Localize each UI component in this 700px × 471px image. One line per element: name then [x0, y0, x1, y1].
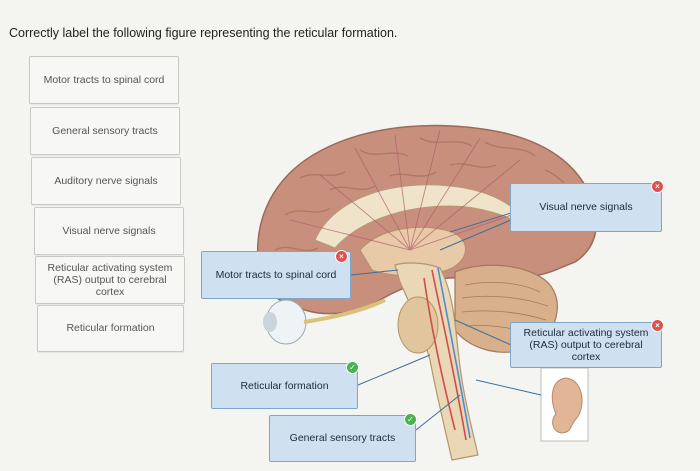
placed-label-text: General sensory tracts	[289, 432, 396, 445]
placed-label-visual-nerve-signals[interactable]: Visual nerve signals	[510, 183, 662, 232]
word-bank-chip[interactable]: Motor tracts to spinal cord	[29, 56, 179, 104]
chip-label: Reticular formation	[66, 322, 155, 335]
chip-label: Auditory nerve signals	[54, 174, 158, 187]
placed-label-motor-tracts[interactable]: Motor tracts to spinal cord	[201, 251, 351, 299]
placed-label-reticular-formation[interactable]: Reticular formation	[211, 363, 358, 409]
incorrect-icon: ×	[651, 319, 664, 332]
pons	[397, 296, 439, 354]
question-text: Correctly label the following figure rep…	[9, 26, 398, 40]
word-bank-chip[interactable]: Reticular activating system (RAS) output…	[35, 256, 185, 304]
radiating-fibers	[289, 129, 556, 251]
sensory-fibers	[437, 267, 471, 439]
chip-label: Reticular activating system (RAS) output…	[47, 261, 173, 299]
eyeball	[263, 298, 386, 345]
placed-label-text: Reticular activating system (RAS) output…	[523, 326, 649, 364]
placed-label-text: Motor tracts to spinal cord	[215, 268, 337, 281]
word-bank-chip[interactable]: Reticular formation	[37, 305, 184, 352]
placed-label-ras-output[interactable]: Reticular activating system (RAS) output…	[510, 322, 662, 368]
correct-icon: ✓	[346, 361, 359, 374]
word-bank-chip[interactable]: Auditory nerve signals	[31, 157, 181, 205]
chip-label: General sensory tracts	[52, 124, 158, 137]
word-bank-chip[interactable]: General sensory tracts	[30, 107, 180, 155]
incorrect-icon: ×	[651, 180, 664, 193]
placed-label-text: Visual nerve signals	[539, 201, 633, 214]
ear-icon	[551, 377, 583, 434]
correct-icon: ✓	[404, 413, 417, 426]
gyri-lines	[274, 137, 581, 252]
word-bank-chip[interactable]: Visual nerve signals	[34, 207, 184, 255]
chip-label: Motor tracts to spinal cord	[43, 73, 165, 86]
placed-label-text: Reticular formation	[240, 379, 329, 392]
leader-lines	[350, 212, 542, 431]
placed-label-general-sensory-tracts[interactable]: General sensory tracts	[269, 415, 416, 462]
incorrect-icon: ×	[335, 250, 348, 263]
chip-label: Visual nerve signals	[62, 224, 156, 237]
reticular-fibers	[423, 269, 467, 441]
